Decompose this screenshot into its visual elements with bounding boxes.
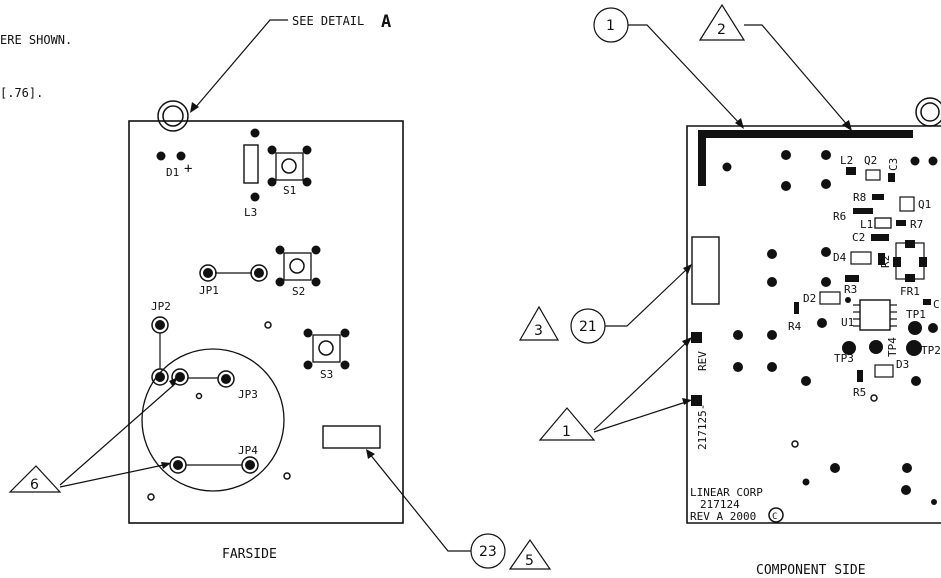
label-c2: C2 [852,231,865,244]
label-fr1: FR1 [900,285,920,298]
callout-23: 23 [479,544,497,560]
label-tp4: TP4 [886,337,899,357]
component-mounting-hole [915,97,941,127]
label-l3: L3 [244,206,257,219]
board-revision: REV A 2000 [690,510,756,523]
s1-switch [275,152,304,181]
d1-pad [156,151,166,161]
s2-switch [283,252,312,281]
label-d2: D2 [803,292,816,305]
callout-5: 5 [525,553,534,569]
callout-triangle-6 [8,465,62,493]
callout-triangle-3 [518,305,560,341]
copyright-symbol [768,507,784,523]
farside-board-outline [128,120,404,524]
see-detail-leader [194,19,288,109]
rev-pad-top [691,332,702,343]
label-q2: Q2 [864,154,877,167]
rev-text: REV [696,351,709,371]
d1-pad [176,151,186,161]
label-u1: U1 [841,316,854,329]
label-d3: D3 [896,358,909,371]
label-d4: D4 [833,251,847,264]
component-side-caption: COMPONENT SIDE [756,563,866,578]
label-jp2: JP2 [151,300,171,313]
board-edge-trace [698,130,913,186]
callout-triangle-1-bottom [538,407,596,441]
see-detail-arrowhead [190,102,199,113]
see-detail-text: SEE DETAIL [292,14,364,28]
component-connector-area [691,236,720,305]
label-r4: R4 [788,320,802,333]
label-s1: S1 [283,184,296,197]
label-plus: + [184,161,192,177]
label-r5: R5 [853,386,866,399]
callout-1-top: 1 [606,18,615,34]
label-tp3: TP3 [834,352,854,365]
callout-6: 6 [30,477,39,493]
label-r8: R8 [853,191,866,204]
s3-switch [312,334,341,363]
callout-triangle-5 [508,538,552,570]
l3-pad [250,192,260,202]
rev-pad-bottom [691,395,702,406]
label-q1: Q1 [918,198,931,211]
label-l1: L1 [860,218,873,231]
label-tp1: TP1 [906,308,926,321]
label-c1: C1 [933,298,941,311]
label-s2: S2 [292,285,305,298]
u1-chip [859,299,891,331]
farside-label-area [322,425,381,449]
copyright-letter: C [772,512,777,522]
label-d1: D1 [166,166,179,179]
farside-mounting-hole [157,100,189,132]
label-r3: R3 [844,283,857,296]
callout-triangle-2 [698,3,746,41]
label-jp1: JP1 [199,284,219,297]
l3-pad [250,128,260,138]
farside-large-circle [141,348,285,492]
label-l2: L2 [840,154,853,167]
label-jp4: JP4 [238,444,258,457]
label-jp3: JP3 [238,388,258,401]
callout-21: 21 [579,319,597,335]
company-name: LINEAR CORP [690,486,763,499]
board-number: 217124 [700,498,740,511]
note-dimension: [.76]. [0,86,43,100]
callout-1-bottom: 1 [562,424,571,440]
callout-3: 3 [534,323,543,339]
part-number-vertical: 217125- [696,404,709,450]
label-r6: R6 [833,210,846,223]
farside-caption: FARSIDE [222,547,277,562]
label-r7: R7 [910,218,923,231]
l3-body [243,144,259,184]
label-c3: C3 [887,158,900,171]
label-tp2: TP2 [921,344,941,357]
label-s3: S3 [320,368,333,381]
detail-letter: A [381,12,391,32]
note-shown: ERE SHOWN. [0,33,72,47]
component-board-outline [686,125,941,524]
callout-2-top: 2 [717,22,726,38]
